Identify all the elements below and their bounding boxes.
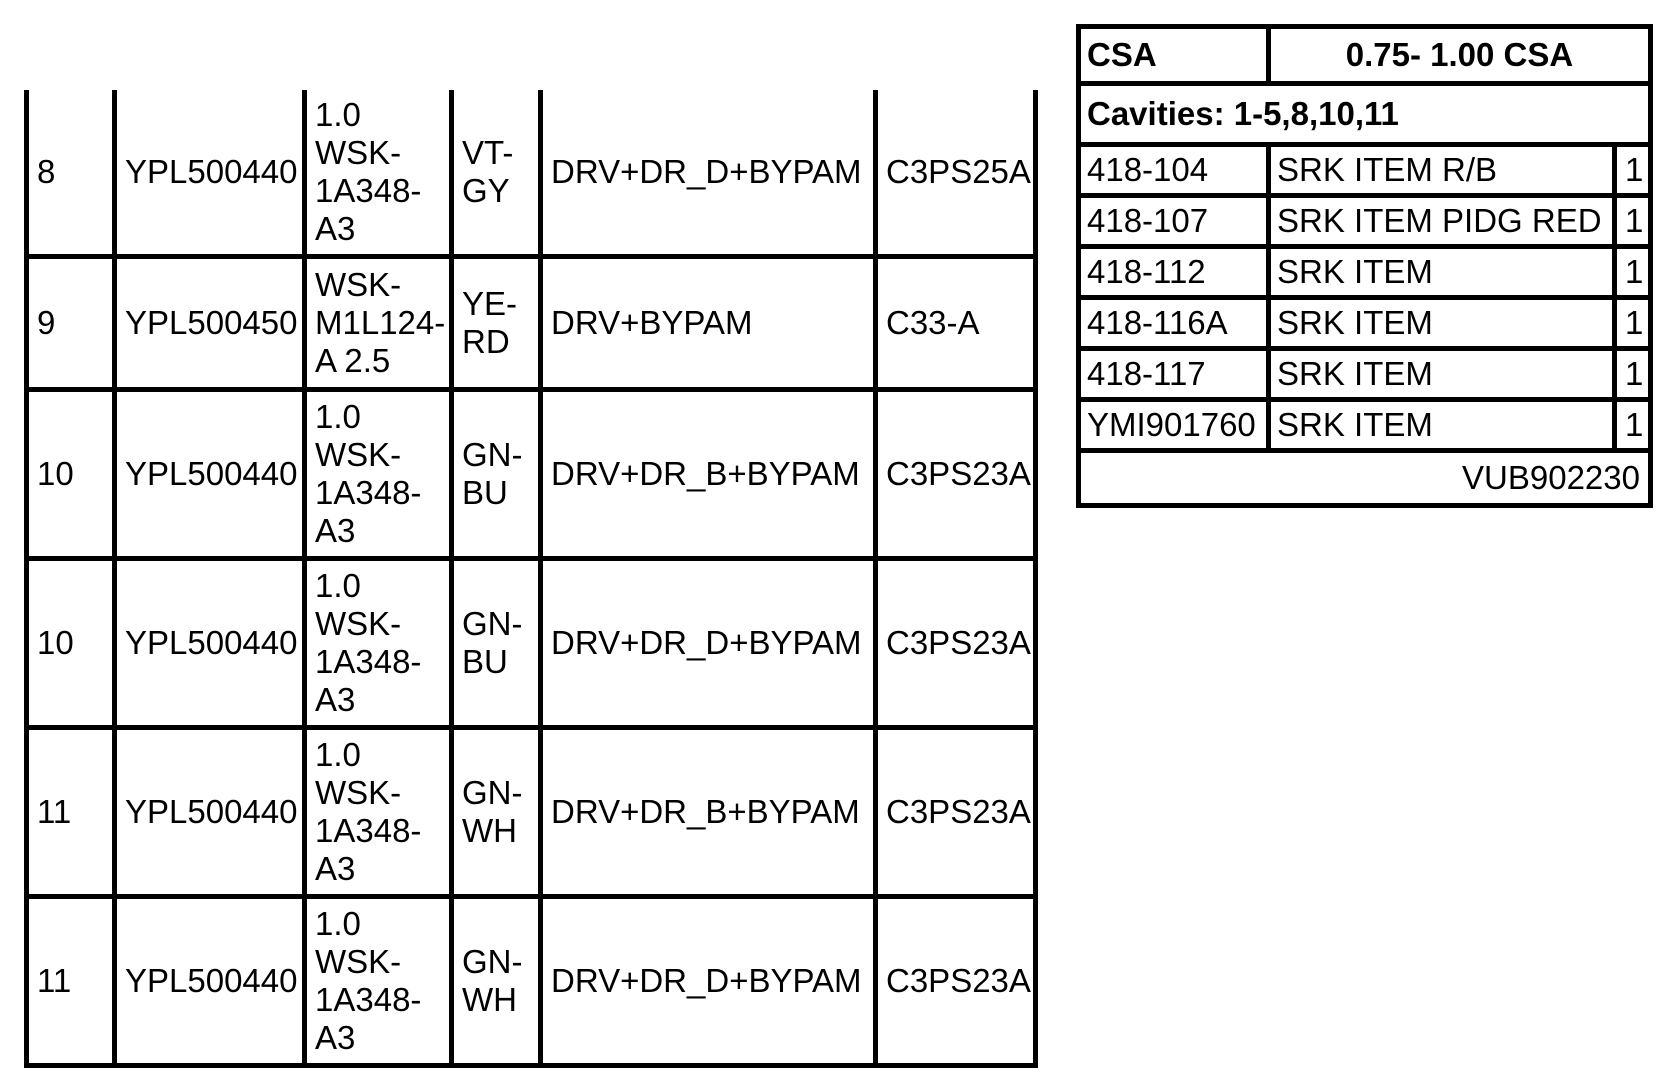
wire-spec-cell: WSK-M1L124-A 2.5 [302, 256, 454, 392]
wire-color-cell: GN-BU [449, 558, 543, 730]
list-item: 418-107 SRK ITEM PIDG RED 1 [1076, 193, 1653, 249]
wire-table: 8 YPL500440 1.0 WSK-1A348-A3 VT-GY DRV+D… [24, 90, 1038, 1068]
cavity-cell: 8 [24, 90, 117, 259]
footer-part-number: VUB902230 [1076, 448, 1653, 508]
table-row: 9 YPL500450 WSK-M1L124-A 2.5 YE-RD DRV+B… [24, 256, 1038, 392]
list-item: 418-112 SRK ITEM 1 [1076, 244, 1653, 300]
circuit-code-cell: C3PS23A [873, 727, 1038, 899]
item-description: SRK ITEM [1266, 397, 1617, 453]
csa-header-row: CSA 0.75- 1.00 CSA [1076, 24, 1653, 86]
circuit-code-cell: C3PS23A [873, 896, 1038, 1068]
cavity-cell: 9 [24, 256, 117, 392]
table-row: 8 YPL500440 1.0 WSK-1A348-A3 VT-GY DRV+D… [24, 90, 1038, 259]
list-item: YMI901760 SRK ITEM 1 [1076, 397, 1653, 453]
circuit-code-cell: C3PS23A [873, 389, 1038, 561]
item-description: SRK ITEM [1266, 346, 1617, 402]
cavity-cell: 10 [24, 389, 117, 561]
circuit-cell: DRV+DR_B+BYPAM [538, 389, 878, 561]
circuit-cell: DRV+DR_D+BYPAM [538, 896, 878, 1068]
item-part-number: YMI901760 [1076, 397, 1271, 453]
item-quantity: 1 [1612, 346, 1653, 402]
part-number-cell: YPL500440 [112, 727, 307, 899]
cavity-cell: 11 [24, 727, 117, 899]
csa-table: CSA 0.75- 1.00 CSA Cavities: 1-5,8,10,11… [1076, 24, 1653, 508]
circuit-cell: DRV+DR_D+BYPAM [538, 90, 878, 259]
item-description: SRK ITEM R/B [1266, 142, 1617, 198]
cavity-cell: 10 [24, 558, 117, 730]
wire-spec-cell: 1.0 WSK-1A348-A3 [302, 558, 454, 730]
wire-color-cell: YE-RD [449, 256, 543, 392]
cavity-cell: 11 [24, 896, 117, 1068]
list-item: 418-104 SRK ITEM R/B 1 [1076, 142, 1653, 198]
item-part-number: 418-116A [1076, 295, 1271, 351]
item-quantity: 1 [1612, 397, 1653, 453]
circuit-cell: DRV+DR_B+BYPAM [538, 727, 878, 899]
item-quantity: 1 [1612, 244, 1653, 300]
wire-spec-cell: 1.0 WSK-1A348-A3 [302, 896, 454, 1068]
wire-color-cell: GN-BU [449, 389, 543, 561]
item-part-number: 418-112 [1076, 244, 1271, 300]
part-number-cell: YPL500440 [112, 90, 307, 259]
item-part-number: 418-117 [1076, 346, 1271, 402]
circuit-code-cell: C3PS23A [873, 558, 1038, 730]
csa-footer-row: VUB902230 [1076, 448, 1653, 508]
circuit-cell: DRV+DR_D+BYPAM [538, 558, 878, 730]
list-item: 418-117 SRK ITEM 1 [1076, 346, 1653, 402]
wire-spec-cell: 1.0 WSK-1A348-A3 [302, 727, 454, 899]
cavities-row: Cavities: 1-5,8,10,11 [1076, 81, 1653, 147]
wire-spec-cell: 1.0 WSK-1A348-A3 [302, 90, 454, 259]
wire-color-cell: GN-WH [449, 727, 543, 899]
part-number-cell: YPL500440 [112, 389, 307, 561]
part-number-cell: YPL500440 [112, 896, 307, 1068]
item-part-number: 418-107 [1076, 193, 1271, 249]
item-part-number: 418-104 [1076, 142, 1271, 198]
item-description: SRK ITEM [1266, 244, 1617, 300]
list-item: 418-116A SRK ITEM 1 [1076, 295, 1653, 351]
cavities-label: Cavities: 1-5,8,10,11 [1076, 81, 1653, 147]
circuit-code-cell: C33-A [873, 256, 1038, 392]
csa-header-label: CSA [1076, 24, 1271, 86]
item-description: SRK ITEM [1266, 295, 1617, 351]
wire-color-cell: GN-WH [449, 896, 543, 1068]
part-number-cell: YPL500440 [112, 558, 307, 730]
table-row: 10 YPL500440 1.0 WSK-1A348-A3 GN-BU DRV+… [24, 389, 1038, 561]
table-row: 11 YPL500440 1.0 WSK-1A348-A3 GN-WH DRV+… [24, 896, 1038, 1068]
part-number-cell: YPL500450 [112, 256, 307, 392]
item-quantity: 1 [1612, 295, 1653, 351]
table-row: 10 YPL500440 1.0 WSK-1A348-A3 GN-BU DRV+… [24, 558, 1038, 730]
csa-header-value: 0.75- 1.00 CSA [1266, 24, 1653, 86]
circuit-code-cell: C3PS25A [873, 90, 1038, 259]
wire-color-cell: VT-GY [449, 90, 543, 259]
circuit-cell: DRV+BYPAM [538, 256, 878, 392]
wire-spec-cell: 1.0 WSK-1A348-A3 [302, 389, 454, 561]
item-description: SRK ITEM PIDG RED [1266, 193, 1617, 249]
item-quantity: 1 [1612, 142, 1653, 198]
table-row: 11 YPL500440 1.0 WSK-1A348-A3 GN-WH DRV+… [24, 727, 1038, 899]
item-quantity: 1 [1612, 193, 1653, 249]
